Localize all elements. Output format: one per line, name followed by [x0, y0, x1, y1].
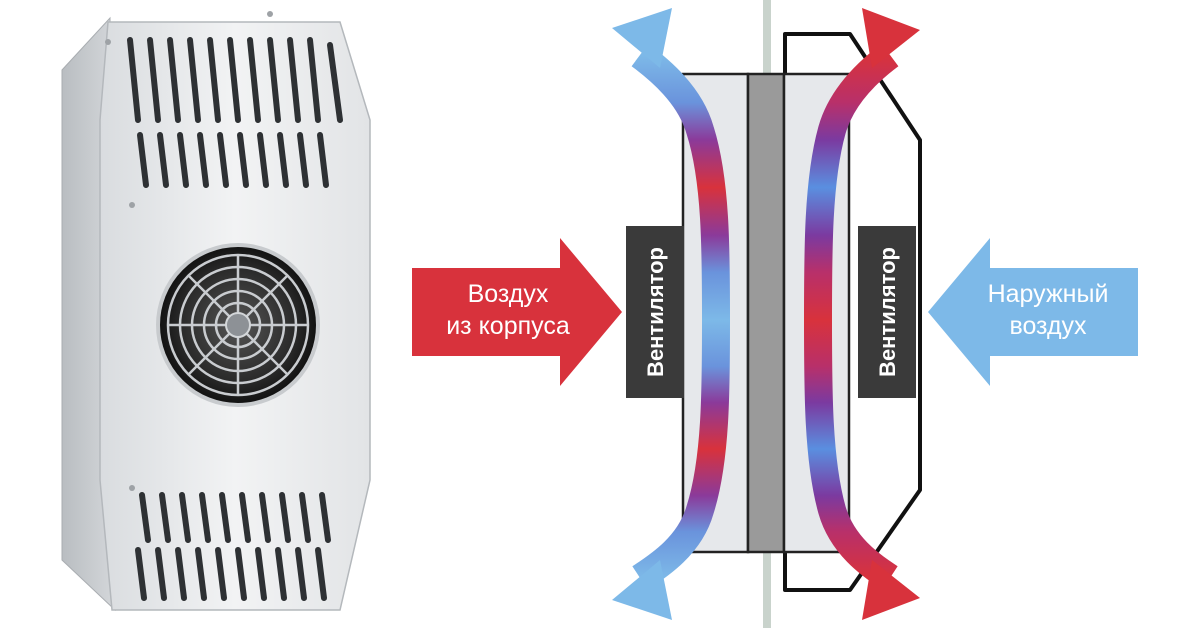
fan-right-label: Вентилятор — [875, 247, 900, 377]
inner-air-exit-top-arrow — [612, 8, 672, 68]
inner-air-label-line2: из корпуса — [446, 312, 570, 340]
outer-air-input-arrow: Наружный воздух — [928, 238, 1138, 386]
inner-air-label-line1: Воздух — [468, 280, 549, 308]
fan-left-label: Вентилятор — [643, 247, 668, 377]
cooler-device-illustration — [61, 11, 371, 612]
outer-air-exit-bottom-arrow — [862, 560, 920, 620]
bottom-vent-grille — [135, 492, 331, 601]
outer-air-flow — [804, 8, 920, 620]
inner-air-exit-bottom-arrow — [612, 560, 672, 620]
device-screws — [105, 11, 273, 491]
inner-air-flow — [612, 8, 730, 620]
outer-air-exit-top-arrow — [862, 8, 920, 68]
top-vent-grille — [127, 37, 343, 188]
fan-right: Вентилятор — [858, 226, 916, 398]
heat-exchanger-core — [746, 72, 786, 554]
fan-left: Вентилятор — [626, 226, 684, 398]
outer-air-label-line1: Наружный — [988, 280, 1109, 308]
inner-air-input-arrow: Воздух из корпуса — [412, 238, 622, 386]
outer-air-label-line2: воздух — [1009, 312, 1087, 340]
fan-grille-icon — [156, 243, 320, 407]
